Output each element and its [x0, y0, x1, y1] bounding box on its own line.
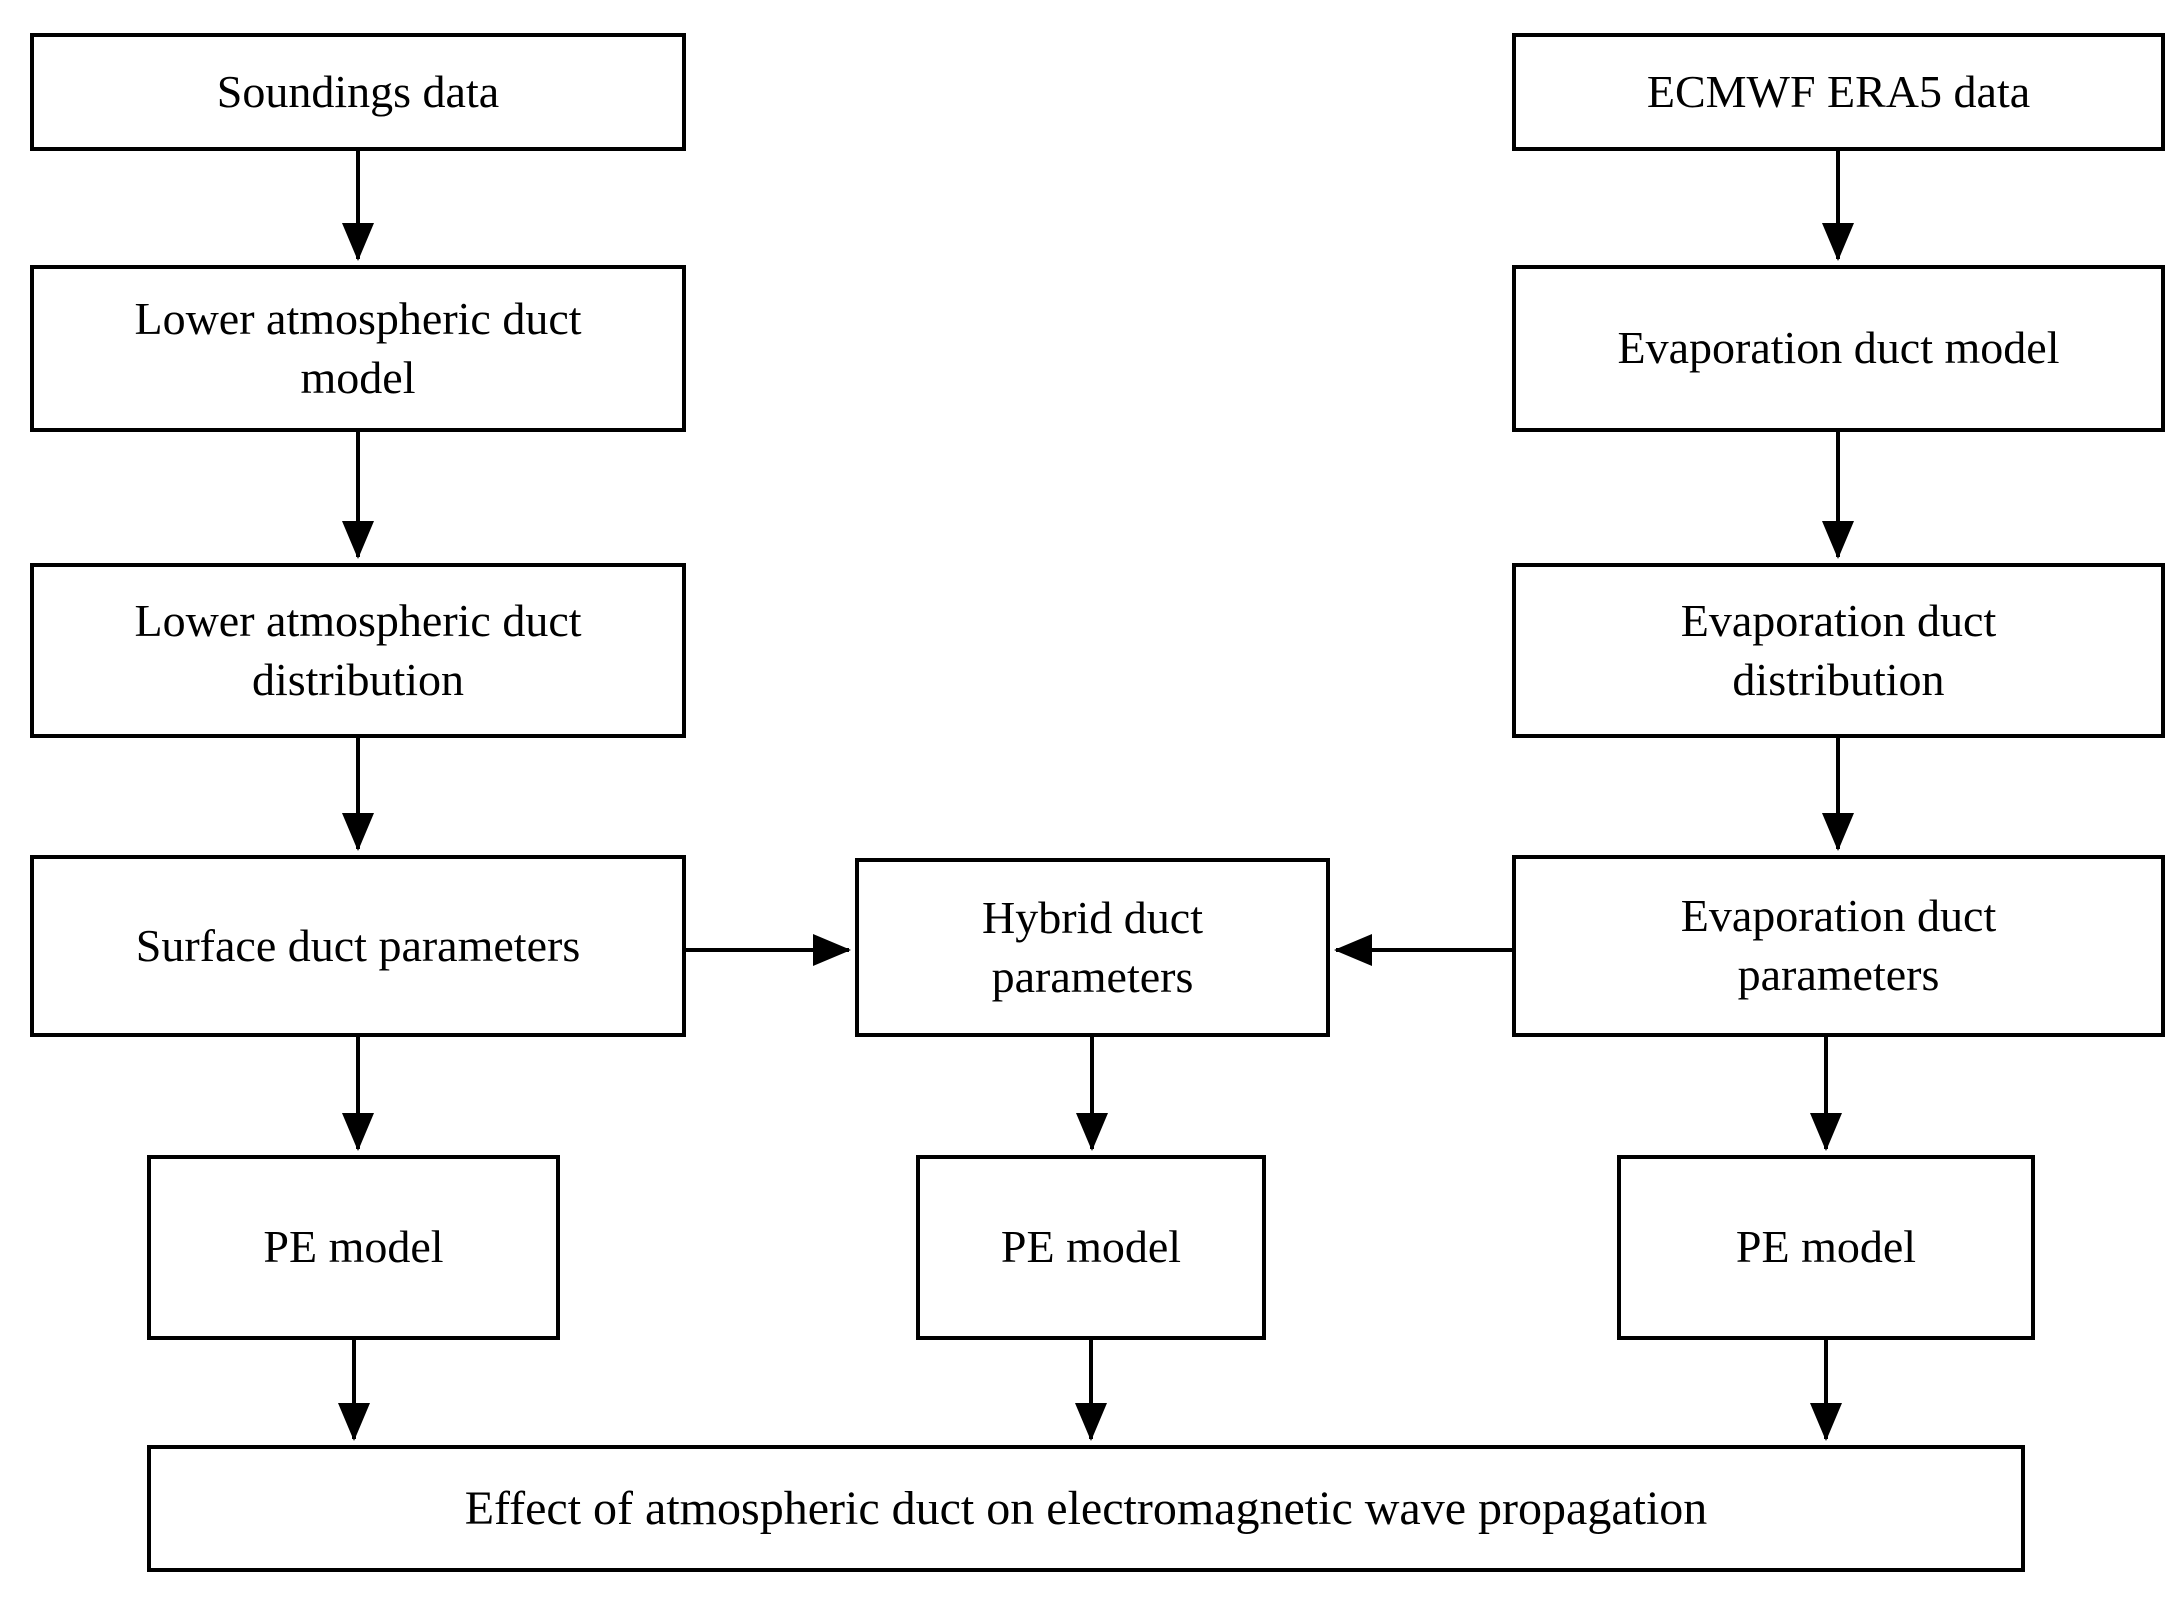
node-evaporation-duct-distribution: Evaporation duct distribution: [1512, 563, 2165, 738]
node-evaporation-duct-model-label: Evaporation duct model: [1617, 322, 2060, 374]
node-ecmwf-era5-data: ECMWF ERA5 data: [1512, 33, 2165, 151]
node-evaporation-duct-model: Evaporation duct model: [1512, 265, 2165, 432]
node-effect-of-atmospheric-duct-label: Effect of atmospheric duct on electromag…: [464, 1481, 1708, 1535]
node-evaporation-duct-parameters: Evaporation duct parameters: [1512, 855, 2165, 1037]
node-lower-atmospheric-duct-distribution-label: Lower atmospheric duct distribution: [134, 594, 582, 705]
node-hybrid-duct-parameters-label: Hybrid duct parameters: [981, 891, 1203, 1002]
node-soundings-data: Soundings data: [30, 33, 686, 151]
node-lower-atmospheric-duct-model: Lower atmospheric duct model: [30, 265, 686, 432]
node-pe-model-right-label: PE model: [1735, 1221, 1917, 1273]
node-lower-atmospheric-duct-model-label: Lower atmospheric duct model: [134, 292, 582, 403]
node-evaporation-duct-parameters-label: Evaporation duct parameters: [1680, 890, 1997, 1000]
node-pe-model-middle-label: PE model: [1000, 1221, 1182, 1273]
node-lower-atmospheric-duct-distribution: Lower atmospheric duct distribution: [30, 563, 686, 738]
node-hybrid-duct-parameters: Hybrid duct parameters: [855, 858, 1330, 1037]
node-surface-duct-parameters-label: Surface duct parameters: [135, 919, 581, 971]
node-pe-model-middle: PE model: [916, 1155, 1266, 1340]
node-pe-model-left: PE model: [147, 1155, 560, 1340]
node-ecmwf-era5-data-label: ECMWF ERA5 data: [1646, 65, 2031, 117]
node-effect-of-atmospheric-duct: Effect of atmospheric duct on electromag…: [147, 1445, 2025, 1572]
node-surface-duct-parameters: Surface duct parameters: [30, 855, 686, 1037]
node-soundings-data-label: Soundings data: [216, 65, 500, 117]
node-evaporation-duct-distribution-label: Evaporation duct distribution: [1680, 594, 1997, 705]
node-pe-model-left-label: PE model: [263, 1221, 444, 1273]
node-pe-model-right: PE model: [1617, 1155, 2035, 1340]
